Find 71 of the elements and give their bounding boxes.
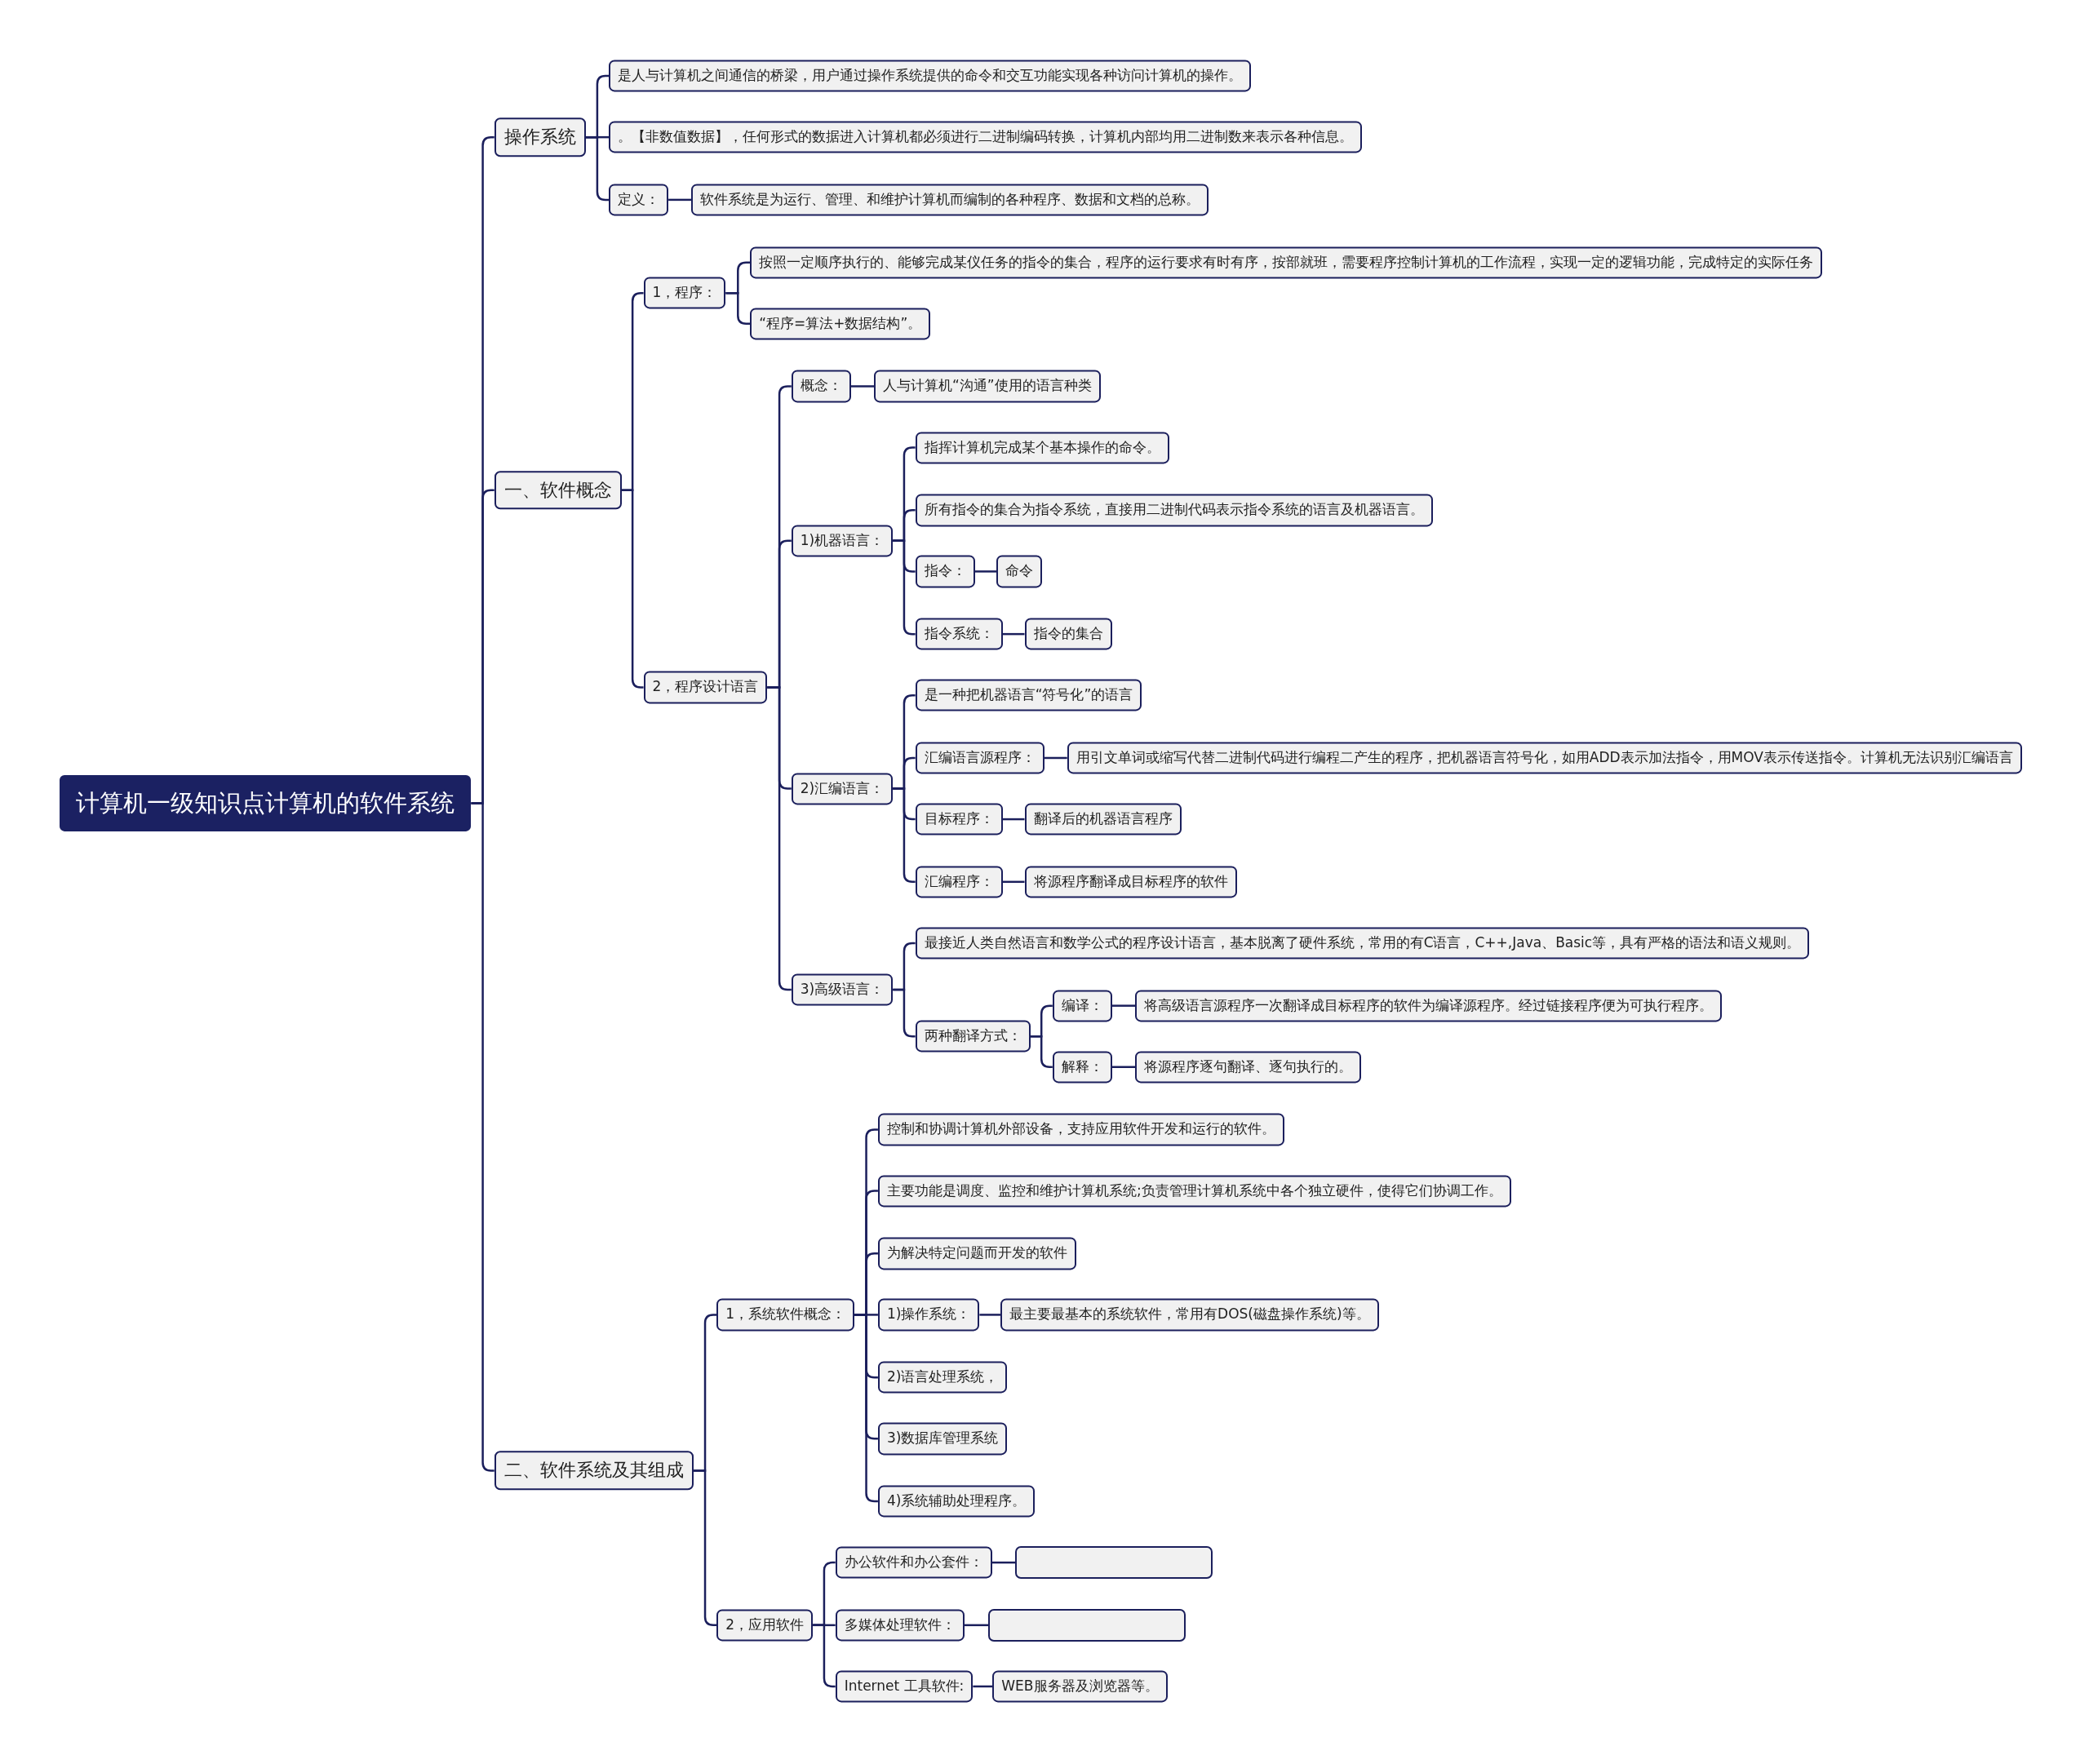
subtopic: 人与计算机“沟通”使用的语言种类 xyxy=(874,370,1101,403)
subtopic: 3)数据库管理系统 xyxy=(877,1422,1008,1455)
subtopic: “程序=算法+数据结构”。 xyxy=(750,308,931,340)
subtopic: 1)操作系统： xyxy=(877,1298,980,1332)
subtopic: 2，程序设计语言 xyxy=(643,671,768,704)
subtopic: 1，程序： xyxy=(643,277,726,309)
subtopic: 将高级语言源程序一次翻译成目标程序的软件为编译源程序。经过链接程序便为可执行程序。 xyxy=(1135,990,1722,1022)
subtopic: 最主要最基本的系统软件，常用有DOS(磁盘操作系统)等。 xyxy=(1000,1298,1379,1332)
subtopic: 指令系统： xyxy=(915,618,1003,650)
subtopic: 是人与计算机之间通信的桥梁，用户通过操作系统提供的命令和交互功能实现各种访问计算机的操作。 xyxy=(609,60,1252,92)
subtopic: 办公软件和办公套件： xyxy=(835,1546,992,1579)
connector xyxy=(668,198,692,202)
connector xyxy=(850,385,874,388)
empty-box xyxy=(988,1608,1186,1642)
subtopic: 汇编程序： xyxy=(915,866,1003,898)
connector xyxy=(1044,756,1067,760)
connector xyxy=(979,1314,1001,1316)
subtopic: 定义： xyxy=(609,184,669,216)
subtopic: 1，系统软件概念： xyxy=(716,1298,855,1332)
subtopic: 2)汇编语言： xyxy=(791,772,894,805)
connector xyxy=(973,1685,993,1688)
connector xyxy=(767,686,792,991)
main-topic: 一、软件概念 xyxy=(494,471,622,510)
subtopic: WEB服务器及浏览器等。 xyxy=(992,1670,1168,1703)
subtopic: 1)机器语言： xyxy=(791,525,894,557)
subtopic: 命令 xyxy=(996,555,1043,588)
connector xyxy=(725,291,751,325)
subtopic: 是一种把机器语言“符号化”的语言 xyxy=(915,679,1142,711)
connector xyxy=(1002,632,1025,636)
subtopic: 为解决特定问题而开发的软件 xyxy=(877,1237,1076,1270)
connector xyxy=(1111,1066,1135,1068)
connector xyxy=(991,1561,1016,1564)
subtopic: 概念： xyxy=(791,370,851,403)
subtopic: 指令的集合 xyxy=(1024,618,1112,650)
subtopic: 指挥计算机完成某个基本操作的命令。 xyxy=(915,431,1169,464)
subtopic: 4)系统辅助处理程序。 xyxy=(877,1485,1036,1518)
subtopic: 按照一定顺序执行的、能够完成某仪任务的指令的集合，程序的运行要求有时有序，按部就班，需要程序控制计算机的工作流程，实现一定的逻辑功能，完成特定的实际任务 xyxy=(750,246,1823,279)
connector xyxy=(585,135,610,202)
connector xyxy=(974,570,997,573)
main-topic: 操作系统 xyxy=(494,117,586,157)
subtopic: 指令： xyxy=(915,555,975,588)
subtopic: 控制和协调计算机外部设备，支持应用软件开发和运行的软件。 xyxy=(877,1113,1284,1146)
subtopic: 汇编语言源程序： xyxy=(915,742,1044,774)
connector xyxy=(1002,818,1025,821)
subtopic: 解释： xyxy=(1052,1051,1112,1084)
subtopic: 两种翻译方式： xyxy=(915,1020,1031,1053)
subtopic: 多媒体处理软件： xyxy=(835,1609,965,1642)
connector xyxy=(964,1624,989,1627)
subtopic: 。【非数值数据】，任何形式的数据进入计算机都必须进行二进制编码转换，计算机内部均用二进制数来表示各种信息。 xyxy=(609,121,1363,153)
subtopic: 2，应用软件 xyxy=(716,1609,814,1642)
subtopic: Internet 工具软件: xyxy=(835,1670,974,1703)
connector xyxy=(621,489,644,689)
empty-box xyxy=(1015,1546,1213,1580)
subtopic: 2)语言处理系统， xyxy=(877,1361,1008,1394)
subtopic: 将源程序逐句翻译、逐句执行的。 xyxy=(1135,1051,1361,1084)
connector xyxy=(1111,1004,1135,1007)
central-topic: 计算机一级知识点计算机的软件系统 xyxy=(60,775,472,831)
subtopic: 主要功能是调度、监控和维护计算机系统;负责管理计算机系统中各个独立硬件，使得它们协调工作。 xyxy=(877,1174,1511,1208)
connector xyxy=(1002,880,1025,884)
connector xyxy=(471,802,495,1472)
subtopic: 软件系统是为运行、管理、和维护计算机而编制的各种程序、数据和文档的总称。 xyxy=(691,184,1209,216)
subtopic: 最接近人类自然语言和数学公式的程序设计语言，基本脱离了硬件系统，常用的有C语言，C++,Java、Basic等，具有严格的语法和语义规则。 xyxy=(915,927,1810,960)
subtopic: 将源程序翻译成目标程序的软件 xyxy=(1024,866,1237,898)
subtopic: 目标程序： xyxy=(915,803,1003,835)
subtopic: 所有指令的集合为指令系统，直接用二进制代码表示指令系统的语言及机器语言。 xyxy=(915,494,1433,526)
subtopic: 编译： xyxy=(1052,990,1112,1022)
subtopic: 3)高级语言： xyxy=(791,973,894,1006)
subtopic: 翻译后的机器语言程序 xyxy=(1024,803,1182,835)
connector xyxy=(1030,1035,1053,1068)
subtopic: 用引文单词或缩写代替二进制代码进行编程二产生的程序，把机器语言符号化，如用ADD表示加法指令，用MOV表示传送指令。计算机无法识别汇编语言 xyxy=(1067,742,2022,774)
main-topic: 二、软件系统及其组成 xyxy=(494,1451,694,1491)
